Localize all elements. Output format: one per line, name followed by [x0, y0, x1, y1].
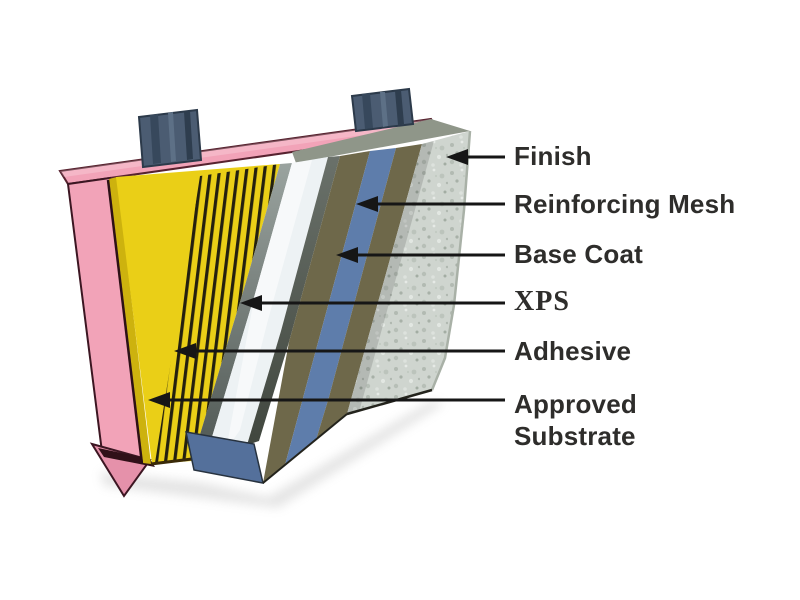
finish-arrow — [446, 149, 505, 165]
xps-cut-edge — [192, 163, 292, 461]
label-approved-substrate: Approved Substrate — [514, 388, 637, 452]
bracket-right — [350, 87, 415, 133]
label-base-coat: Base Coat — [514, 239, 643, 269]
label-adhesive: Adhesive — [514, 336, 632, 366]
drop-shadow — [100, 400, 444, 508]
label-xps: XPS — [514, 286, 570, 317]
bottom-silhouette-edge — [262, 413, 348, 484]
adhesive-ribbons — [155, 164, 280, 463]
layers-top-edge — [292, 119, 470, 163]
approved-substrate-arrow — [148, 392, 505, 408]
xps-shadow-band — [247, 156, 340, 445]
label-approved-substrate-line2: Substrate — [514, 421, 636, 451]
adhesive-arrow — [174, 343, 505, 359]
sheathing-separator-line — [106, 179, 144, 465]
bracket-left — [137, 108, 203, 169]
label-reinforcing-mesh: Reinforcing Mesh — [514, 189, 736, 219]
leader-arrows — [148, 149, 505, 408]
finish-bottom-edge — [346, 388, 433, 416]
sheathing-left-edge — [109, 177, 151, 464]
label-finish: Finish — [514, 141, 592, 171]
reinforcing-mesh-band — [285, 148, 396, 465]
xps-arrow — [240, 295, 505, 311]
base-coat-outer-band — [316, 144, 422, 440]
label-approved-substrate-line1: Approved — [514, 389, 637, 419]
base-coat-arrow — [336, 247, 505, 263]
reinforcing-mesh-arrow — [356, 196, 505, 212]
finish-panel — [347, 131, 470, 414]
finish-left-shade — [347, 141, 434, 414]
xps-highlight — [226, 160, 312, 450]
finish-right-edge — [430, 130, 472, 391]
